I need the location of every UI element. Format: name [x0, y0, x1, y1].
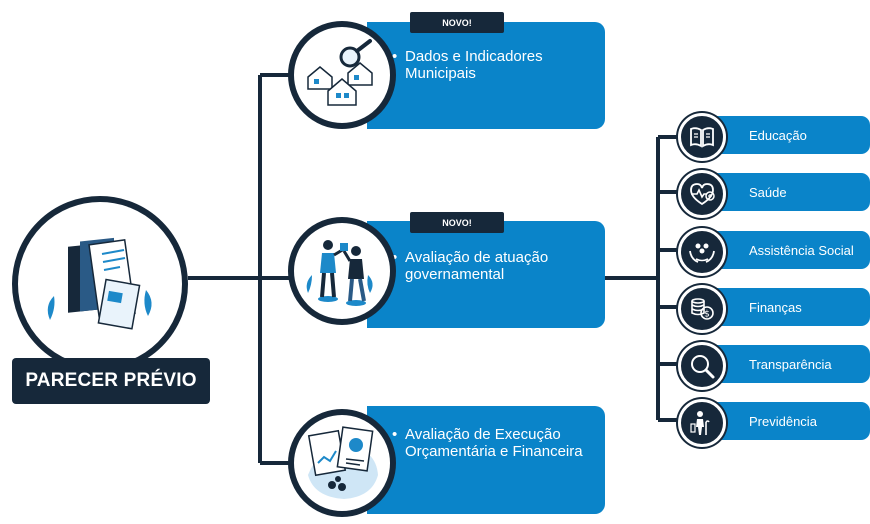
elderly-person-icon: [690, 411, 710, 435]
node-circle-execucao-orcamentaria: [288, 409, 396, 517]
category-icon-wrap: [678, 228, 726, 276]
node-label-execucao-orcamentaria: Avaliação de Execução Orçamentária e Fin…: [392, 426, 597, 460]
svg-text:$: $: [704, 310, 710, 320]
node-circle-dados: [288, 21, 396, 129]
category-assistencia-social[interactable]: Assistência Social: [715, 231, 870, 269]
heart-pulse-icon: [690, 183, 715, 206]
houses-magnifier-icon: [307, 39, 373, 106]
node-card-avaliacao-atuacao[interactable]: Avaliação de atuação governamental: [367, 221, 605, 328]
category-transparencia[interactable]: Transparência: [715, 345, 870, 383]
category-label: Saúde: [749, 184, 787, 200]
book-icon: [690, 127, 714, 148]
category-previdencia[interactable]: Previdência: [715, 402, 870, 440]
category-label: Previdência: [749, 413, 817, 429]
node-label-dados: Dados e Indicadores Municipais: [392, 48, 597, 82]
category-saude[interactable]: Saúde: [715, 173, 870, 211]
root-circle: [12, 196, 188, 372]
new-badge: NOVO!: [410, 212, 504, 233]
category-label: Transparência: [749, 356, 832, 372]
category-icon-wrap: [678, 399, 726, 447]
category-label: Finanças: [749, 299, 802, 315]
node-card-execucao-orcamentaria[interactable]: Avaliação de Execução Orçamentária e Fin…: [367, 406, 605, 514]
people-collaboration-icon: [306, 240, 373, 306]
documents-icon: [47, 237, 152, 330]
coins-icon: $: [691, 298, 714, 320]
category-icon-wrap: [678, 170, 726, 218]
new-badge: NOVO!: [410, 12, 504, 33]
category-educacao[interactable]: Educação: [715, 116, 870, 154]
node-label-avaliacao-atuacao: Avaliação de atuação governamental: [392, 249, 597, 283]
node-circle-avaliacao-atuacao: [288, 217, 396, 325]
root-title: PARECER PRÉVIO: [12, 358, 210, 404]
category-label: Assistência Social: [749, 242, 854, 258]
category-financas[interactable]: Finanças: [715, 288, 870, 326]
category-icon-wrap: [678, 113, 726, 161]
magnifier-icon: [691, 355, 715, 379]
category-icon-wrap: [678, 342, 726, 390]
category-label: Educação: [749, 127, 807, 143]
node-card-dados[interactable]: Dados e Indicadores Municipais: [367, 22, 605, 129]
category-icon-wrap: $: [678, 285, 726, 333]
hands-people-icon: [689, 243, 715, 263]
financial-reports-icon: [307, 426, 378, 499]
